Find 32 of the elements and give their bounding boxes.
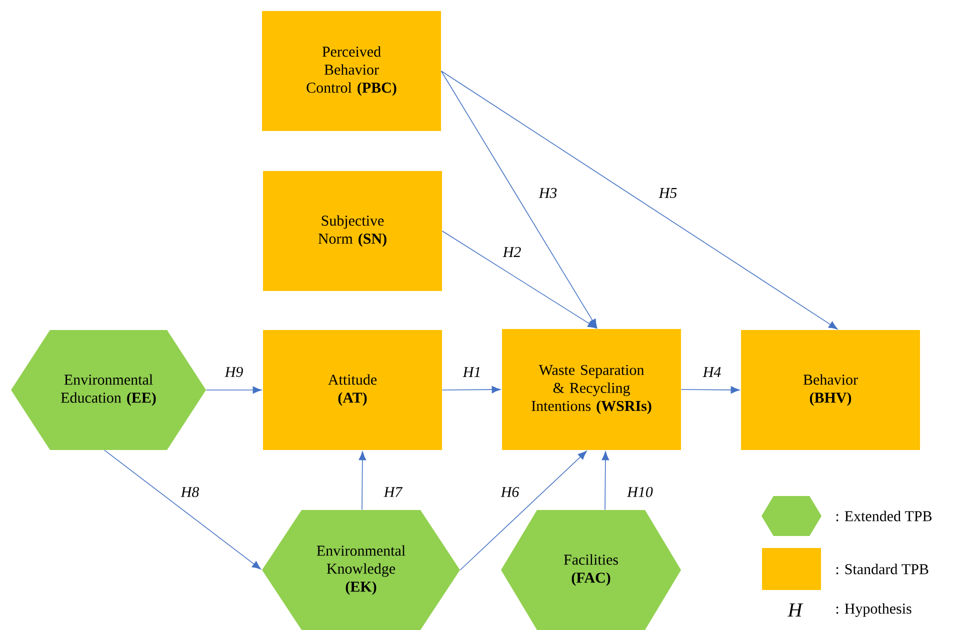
arrow [442, 230, 597, 328]
edge-label: H7 [382, 486, 404, 498]
arrow [460, 450, 587, 570]
edge-label: H5 [658, 187, 678, 199]
legend-text: : Extended TPB [836, 510, 932, 522]
construct-box: Subjective Norm (SN) [263, 171, 442, 291]
arrow [358, 451, 366, 510]
arrow [440, 70, 838, 330]
edge-label: H9 [224, 366, 244, 378]
arrow [680, 386, 740, 394]
edge-label: H3 [538, 186, 558, 200]
legend-text: : Standard TPB [836, 564, 928, 574]
construct-hexagon: Facilities (FAC) [501, 510, 681, 630]
arrow [206, 386, 262, 394]
edge-label: H4 [702, 366, 722, 378]
arrow [104, 450, 261, 570]
construct-box: Waste Separation & Recycling Intentions (WSRIs) [502, 329, 681, 450]
edge-label: H1 [462, 366, 482, 378]
edge-label: H2 [502, 246, 522, 258]
construct-hexagon: Environmental Education (EE) [11, 330, 206, 450]
arrow [442, 386, 501, 394]
arrow [602, 451, 610, 510]
edge-label: H6 [500, 486, 520, 498]
construct-box: Behavior (BHV) [741, 330, 920, 450]
construct-hexagon: Environmental Knowledge (EK) [262, 510, 460, 630]
construct-box: Perceived Behavior Control (PBC) [262, 11, 441, 131]
legend-symbol: H [788, 603, 804, 617]
legend-text: : Hypothesis [836, 603, 912, 617]
edge-label: H8 [180, 486, 200, 498]
edge-label: H10 [626, 486, 654, 498]
construct-box: Attitude (AT) [263, 330, 442, 450]
arrow [440, 70, 598, 328]
